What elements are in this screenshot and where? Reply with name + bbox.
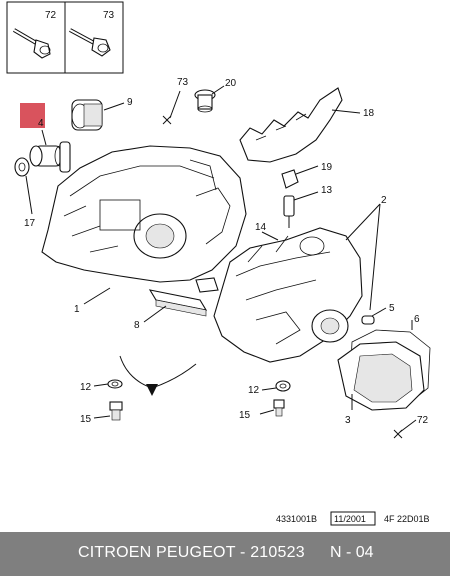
bolt-box-73 — [64, 1, 124, 74]
bolt-72-icon — [12, 28, 51, 59]
bolt-label-72: 72 — [45, 10, 57, 21]
callout-12-left: 12 — [80, 382, 92, 393]
callout-14: 14 — [255, 222, 267, 233]
marker-73 — [162, 90, 181, 125]
bolt-73-icon — [69, 28, 111, 57]
plug-right-part — [259, 399, 285, 417]
callout-13: 13 — [321, 185, 333, 196]
callout-2: 2 — [381, 195, 387, 206]
callout-4: 4 — [38, 118, 44, 129]
reference-date: 11/2001 — [334, 514, 366, 524]
callout-20: 20 — [225, 78, 237, 89]
leader-2 — [345, 203, 381, 311]
marker-72 — [393, 419, 417, 439]
gasket-plate-part — [239, 87, 361, 163]
detail-arrowhead-icon — [146, 384, 158, 396]
callout-9: 9 — [127, 97, 133, 108]
callout-8: 8 — [134, 320, 140, 331]
footer-title: CITROEN PEUGEOT - 210523 — [78, 544, 305, 561]
callout-73: 73 — [177, 77, 189, 88]
sensor-part — [283, 191, 319, 228]
bolt-label-73: 73 — [103, 10, 115, 21]
gearbox-casing-part — [213, 227, 363, 363]
callout-5: 5 — [389, 303, 395, 314]
bush-part — [71, 99, 125, 131]
callout-18: 18 — [363, 108, 375, 119]
callout-1: 1 — [74, 304, 80, 315]
footer-page: N - 04 — [330, 544, 374, 561]
reference-code: 4331001B — [276, 514, 317, 524]
highlight-marker — [20, 103, 45, 128]
callout-3: 3 — [345, 415, 351, 426]
plug-left-part — [93, 401, 123, 421]
pin-part — [361, 307, 387, 325]
callout-15-left: 15 — [80, 414, 92, 425]
rail-part — [143, 289, 208, 323]
callout-6: 6 — [414, 314, 420, 325]
footer-bar: CITROEN PEUGEOT - 210523 N - 04 — [0, 532, 450, 576]
callout-17: 17 — [24, 218, 36, 229]
callout-72: 72 — [417, 415, 429, 426]
bolt-box-72 — [6, 1, 66, 74]
seal-part — [14, 157, 33, 215]
callout-19: 19 — [321, 162, 333, 173]
reference-date-box — [330, 511, 376, 526]
bolt-header: 72 73 — [6, 1, 124, 74]
guide-tube-part — [29, 129, 71, 173]
washer-left-part — [93, 379, 123, 389]
callout-12-right: 12 — [248, 385, 260, 396]
washer-right-part — [261, 380, 291, 392]
pad-part — [195, 277, 219, 293]
cap-part — [281, 165, 319, 189]
clutch-housing-part — [41, 145, 247, 305]
plug-part — [194, 85, 225, 113]
detail-arrow — [119, 355, 197, 389]
callout-15-right: 15 — [239, 410, 251, 421]
reference-group: 4F 22D01B — [384, 514, 430, 524]
end-cover-part — [337, 341, 425, 411]
